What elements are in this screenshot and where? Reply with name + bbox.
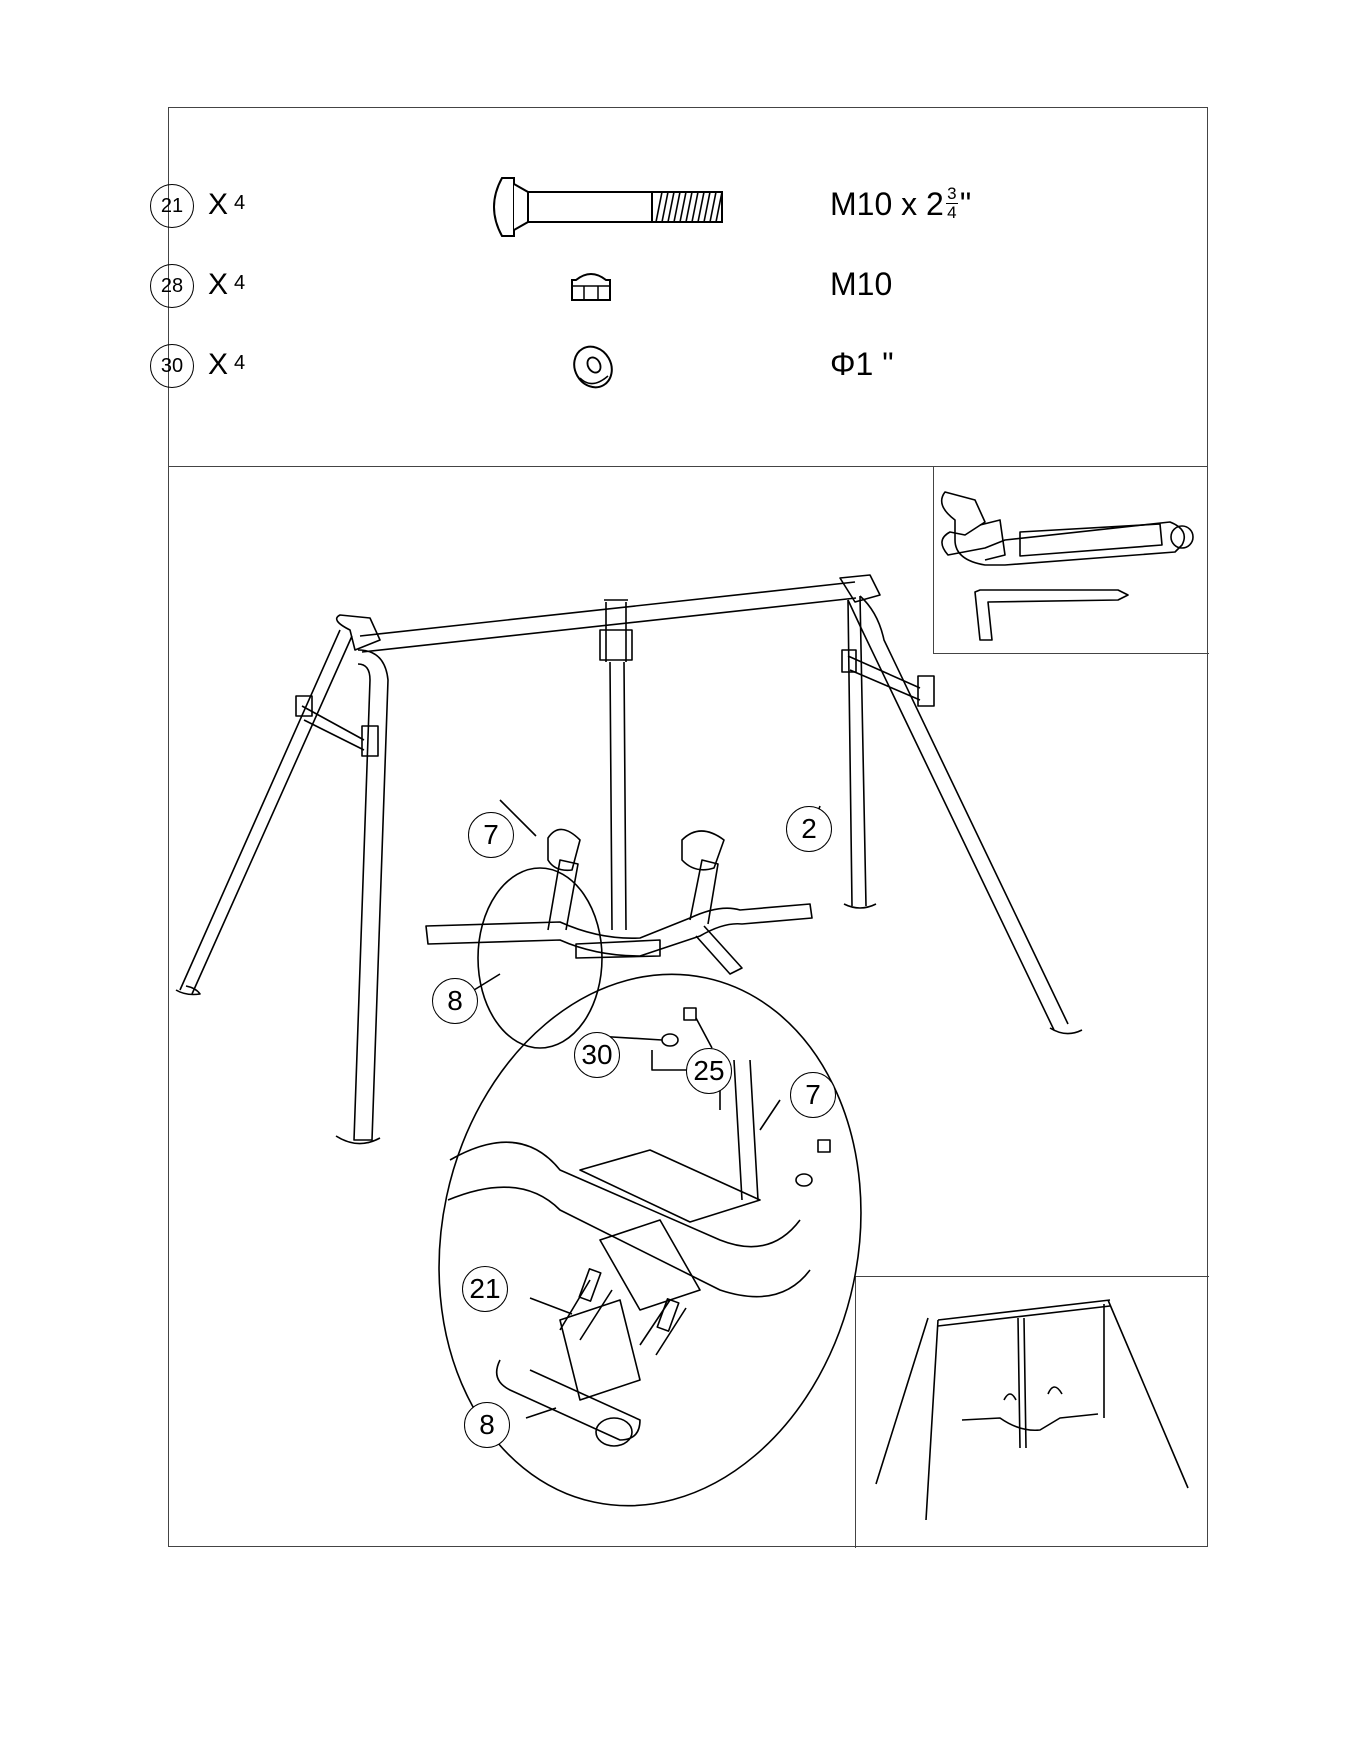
callout-footrest-detail: 8 [464,1402,510,1448]
callout-washer: 30 [574,1032,620,1078]
callout-bar: 2 [786,806,832,852]
overview-thumbnail [876,1300,1188,1520]
callout-seat: 7 [468,812,514,858]
callout-bolt: 21 [462,1266,508,1312]
callout-seat-detail: 7 [790,1072,836,1118]
callout-footrest: 8 [432,978,478,1024]
allen-key-icon [975,590,1128,640]
adjustable-wrench-icon [942,492,1193,565]
callout-nut: 25 [686,1048,732,1094]
